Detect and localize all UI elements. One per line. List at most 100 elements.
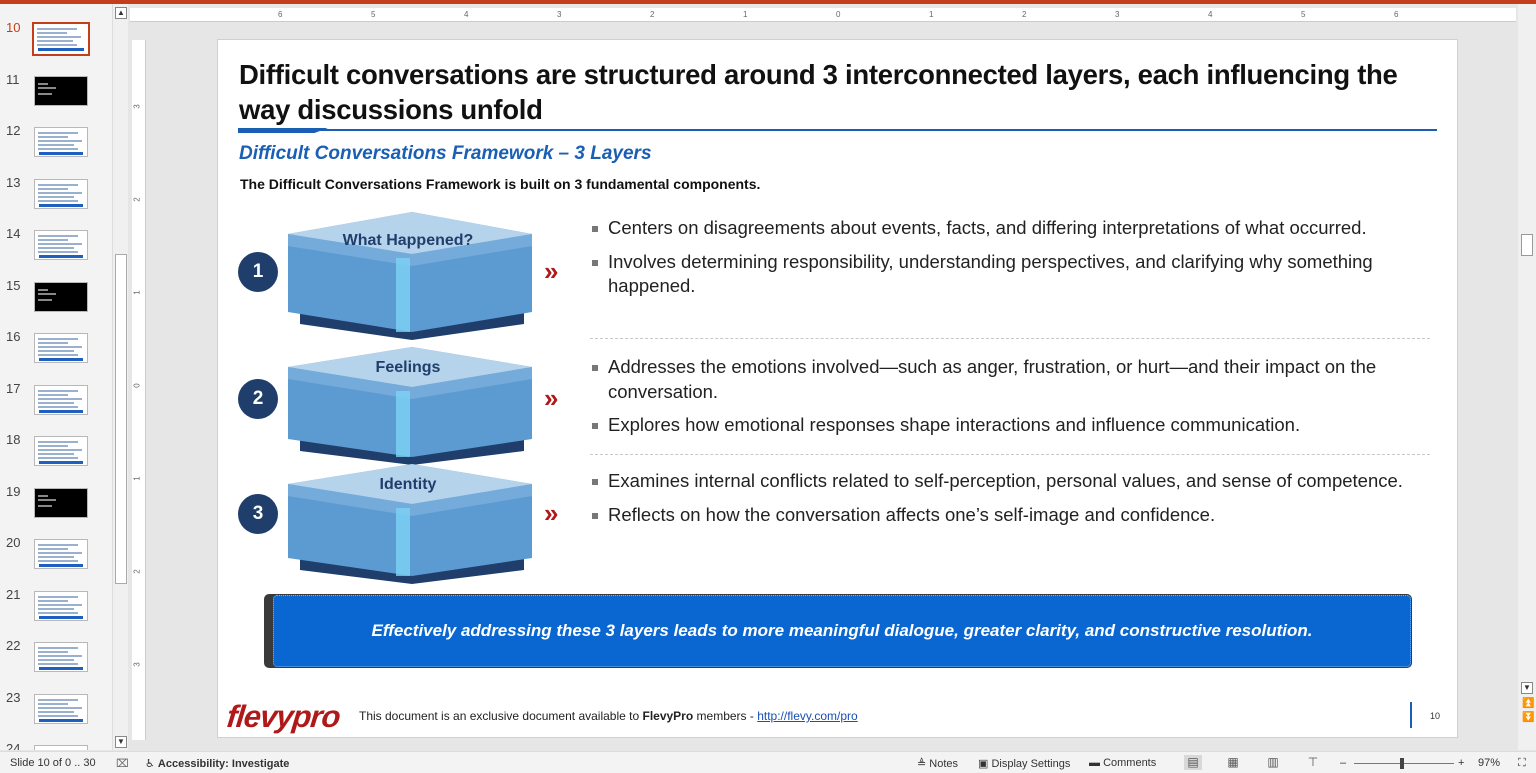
slide-thumbnail[interactable]: 14 bbox=[0, 226, 112, 270]
ruler-tick-label: 2 bbox=[650, 10, 655, 19]
slide-thumbnail[interactable]: 18 bbox=[0, 432, 112, 476]
spell-check-icon[interactable]: ⌧ bbox=[116, 758, 129, 770]
comments-button[interactable]: ▬ Comments bbox=[1089, 757, 1156, 769]
fit-to-window-icon[interactable]: ⛶ bbox=[1518, 757, 1526, 769]
accessibility-status[interactable]: ♿︎ Accessibility: Investigate bbox=[145, 757, 289, 770]
slide-thumbnail[interactable]: 15 bbox=[0, 278, 112, 322]
title-underline bbox=[238, 129, 1437, 131]
bullet-item: Examines internal conflicts related to s… bbox=[590, 469, 1420, 494]
slide-canvas[interactable]: Difficult conversations are structured a… bbox=[218, 40, 1457, 737]
slide-thumbnail-pane[interactable]: 10 11 12 13 14 15 16 17 18 19 20 21 22 23 24 bbox=[0, 4, 112, 750]
layer-number-badge: 1 bbox=[238, 252, 278, 292]
slide-thumbnail-image[interactable] bbox=[34, 333, 88, 363]
chevron-right-icon: » bbox=[544, 498, 559, 528]
bullet-item: Reflects on how the conversation affects… bbox=[590, 503, 1420, 528]
slide-subtitle[interactable]: Difficult Conversations Framework – 3 La… bbox=[239, 143, 652, 164]
ruler-tick-label: 3 bbox=[1115, 10, 1120, 19]
slide-thumbnail[interactable]: 20 bbox=[0, 535, 112, 579]
slide-thumbnail-image[interactable] bbox=[34, 230, 88, 260]
ruler-tick-label: 1 bbox=[929, 10, 934, 19]
layer-bullets[interactable]: Centers on disagreements about events, f… bbox=[590, 216, 1420, 308]
zoom-in-button[interactable]: + bbox=[1458, 757, 1465, 769]
ruler-tick-label: 6 bbox=[1394, 10, 1399, 19]
accessibility-label: Accessibility: Investigate bbox=[157, 758, 290, 770]
footer-text-prefix: This document is an exclusive document a… bbox=[359, 709, 643, 723]
slide-thumbnail-image[interactable] bbox=[34, 75, 88, 106]
layer-separator bbox=[590, 454, 1430, 455]
normal-view-icon[interactable]: ▤ bbox=[1184, 755, 1202, 770]
slide-thumbnail-image[interactable] bbox=[34, 693, 88, 724]
slideshow-icon[interactable]: ⊤ bbox=[1307, 755, 1319, 769]
conclusion-callout[interactable]: Effectively addressing these 3 layers le… bbox=[273, 595, 1411, 667]
slide-thumbnail[interactable]: 23 bbox=[0, 690, 112, 734]
bullet-item: Involves determining responsibility, und… bbox=[590, 250, 1420, 299]
accessibility-icon: ♿︎ bbox=[145, 758, 158, 770]
slide-thumbnail-image[interactable] bbox=[34, 590, 88, 621]
slide-thumbnail[interactable]: 11 bbox=[0, 72, 112, 116]
notes-button[interactable]: ≜ Notes bbox=[917, 757, 958, 770]
slide-thumbnail-number: 19 bbox=[6, 483, 21, 499]
slide-thumbnail-image[interactable] bbox=[34, 436, 88, 466]
footer-link[interactable]: http://flevy.com/pro bbox=[757, 709, 858, 723]
slide-thumbnail-number: 16 bbox=[6, 329, 21, 344]
display-settings-button[interactable]: ▣ Display Settings bbox=[978, 757, 1070, 770]
slide-thumbnail-number: 22 bbox=[6, 638, 21, 653]
slide-scroll-thumb[interactable] bbox=[1521, 234, 1533, 256]
slide-scrollbar[interactable]: ▼ ⏫ ⏬ bbox=[1518, 4, 1536, 750]
slide-thumbnail[interactable]: 19 bbox=[0, 484, 112, 528]
slide-thumbnail-image[interactable] bbox=[34, 539, 88, 569]
zoom-level[interactable]: 97% bbox=[1478, 757, 1501, 769]
slide-thumbnail-image[interactable] bbox=[32, 22, 90, 56]
layer-bullets[interactable]: Examines internal conflicts related to s… bbox=[590, 469, 1420, 536]
slide-title[interactable]: Difficult conversations are structured a… bbox=[239, 59, 1398, 125]
slide-thumbnail-number: 10 bbox=[6, 20, 21, 35]
ruler-tick-label: 1 bbox=[132, 476, 142, 481]
reading-view-icon[interactable]: ▥ bbox=[1267, 755, 1279, 769]
slide-thumbnail-number: 18 bbox=[6, 432, 21, 447]
notes-label: Notes bbox=[929, 758, 959, 770]
next-slide-icon[interactable]: ⏬ bbox=[1522, 712, 1535, 723]
slide-thumbnail-image[interactable] bbox=[34, 745, 88, 750]
zoom-slider-handle[interactable] bbox=[1400, 758, 1404, 769]
slide-thumbnail-number: 23 bbox=[6, 689, 21, 705]
zoom-out-button[interactable]: – bbox=[1340, 757, 1347, 769]
scroll-down-arrow-icon[interactable]: ▼ bbox=[115, 736, 127, 748]
scroll-up-arrow-icon[interactable]: ▲ bbox=[115, 7, 127, 19]
bullet-item: Explores how emotional responses shape i… bbox=[590, 413, 1420, 438]
scroll-down-arrow-icon[interactable]: ▼ bbox=[1521, 682, 1533, 694]
slide-thumbnail[interactable]: 10 bbox=[0, 20, 112, 64]
slide-thumbnail[interactable]: 16 bbox=[0, 329, 112, 373]
slide-thumbnail[interactable]: 12 bbox=[0, 123, 112, 167]
layer-box-shape bbox=[288, 347, 532, 465]
slide-thumbnail[interactable]: 17 bbox=[0, 381, 112, 425]
slide-thumbnail[interactable]: 21 bbox=[0, 587, 112, 631]
zoom-slider-track[interactable] bbox=[1354, 763, 1454, 764]
ruler-tick-label: 1 bbox=[743, 10, 748, 19]
layer-bullets[interactable]: Addresses the emotions involved—such as … bbox=[590, 355, 1420, 447]
slide-thumbnail[interactable]: 22 bbox=[0, 638, 112, 682]
thumbnail-scrollbar[interactable]: ▲ ▼ bbox=[112, 4, 128, 750]
slide-thumbnail-number: 11 bbox=[6, 71, 20, 87]
footer-text-brand: FlevyPro bbox=[642, 709, 694, 723]
ruler-tick-label: 5 bbox=[1301, 10, 1306, 19]
slide-thumbnail-image[interactable] bbox=[34, 178, 88, 209]
status-bar: Slide 10 of 0 .. 30 ⌧ ♿︎ Accessibility: … bbox=[0, 751, 1536, 773]
slide-thumbnail[interactable]: 13 bbox=[0, 175, 112, 219]
title-underline-accent bbox=[238, 128, 328, 133]
slide-thumbnail-number: 24 bbox=[6, 741, 21, 750]
previous-slide-icon[interactable]: ⏫ bbox=[1522, 698, 1535, 709]
slide-thumbnail-image[interactable] bbox=[34, 642, 88, 672]
ruler-tick-label: 2 bbox=[1022, 10, 1027, 19]
slide-thumbnail-number: 14 bbox=[6, 226, 21, 241]
slide-thumbnail-image[interactable] bbox=[34, 384, 88, 415]
intro-text[interactable]: The Difficult Conversations Framework is… bbox=[240, 176, 761, 192]
ruler-tick-label: 6 bbox=[278, 10, 283, 19]
slide-thumbnail-image[interactable] bbox=[34, 127, 88, 157]
slide-thumbnail-image[interactable] bbox=[34, 281, 88, 312]
slide-thumbnail-image[interactable] bbox=[34, 487, 88, 518]
slide-sorter-icon[interactable]: ▦ bbox=[1227, 755, 1239, 769]
slide-thumbnail[interactable]: 24 bbox=[0, 741, 112, 750]
thumbnail-scroll-thumb[interactable] bbox=[115, 254, 127, 584]
